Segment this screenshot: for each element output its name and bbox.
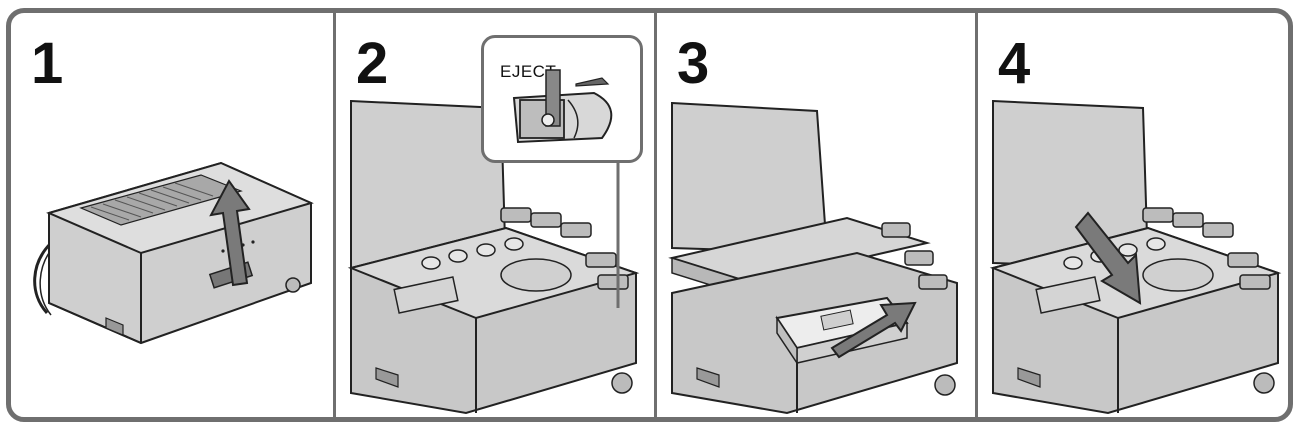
eject-callout: EJECT <box>481 35 643 163</box>
step-number-4: 4 <box>998 31 1031 96</box>
closed-recorder <box>46 161 314 345</box>
close-arrow <box>1074 211 1142 305</box>
panel-divider-2 <box>654 13 657 417</box>
insert-arrow <box>830 301 917 359</box>
panel-3-illustration <box>668 101 958 415</box>
step-number-3: 3 <box>677 31 710 96</box>
lift-arrow <box>209 179 251 287</box>
panel-1-illustration <box>33 161 314 345</box>
panel-2-illustration <box>347 99 640 415</box>
instruction-strip: 1 2 <box>6 8 1293 422</box>
eject-switch-detail <box>512 69 613 144</box>
eject-slide-arrow <box>575 77 610 87</box>
panel-4-illustration <box>989 99 1282 415</box>
eject-label: EJECT <box>500 62 557 81</box>
step-number-2: 2 <box>356 31 389 96</box>
step-number-1: 1 <box>31 31 64 96</box>
panel-divider-1 <box>333 13 336 417</box>
power-cable <box>33 241 53 315</box>
panel-divider-3 <box>975 13 978 417</box>
